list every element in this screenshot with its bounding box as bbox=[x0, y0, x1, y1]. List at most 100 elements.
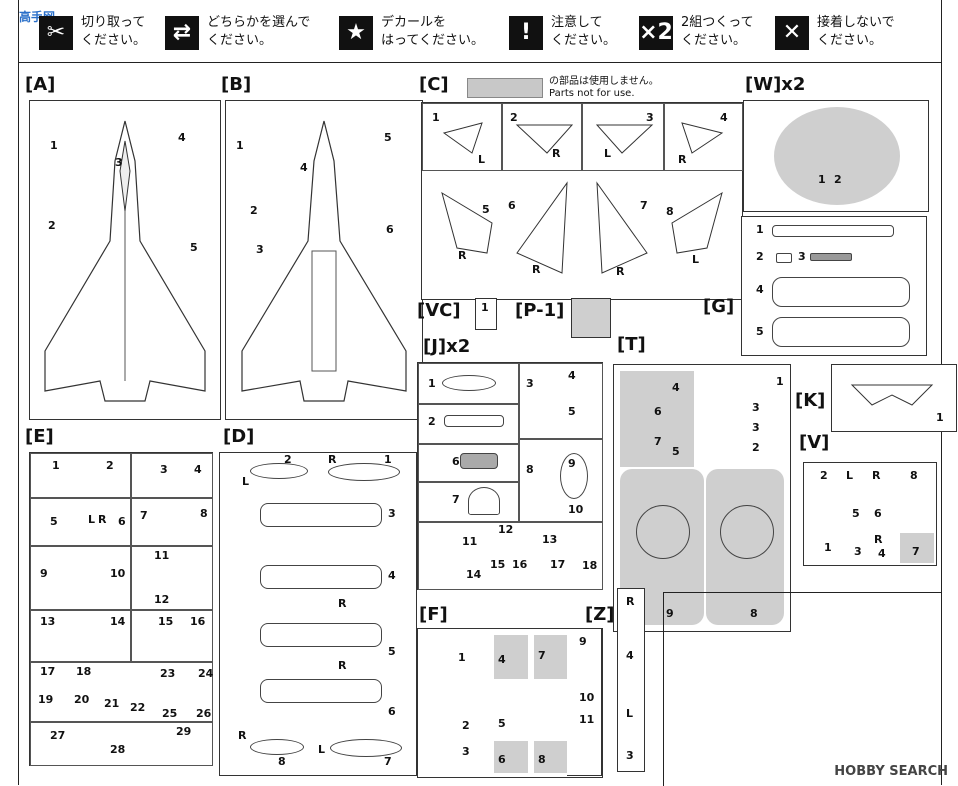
sprue-z: 9 10 11 bbox=[567, 628, 602, 776]
part-number: 1 bbox=[776, 375, 784, 388]
part-number: 1 bbox=[432, 111, 440, 124]
wing-parts bbox=[441, 122, 724, 274]
side-mark: L bbox=[242, 475, 250, 488]
part-number: 4 bbox=[178, 131, 186, 144]
part-number: 16 bbox=[512, 558, 528, 571]
legend-text: 2組つくって ください。 bbox=[681, 15, 754, 48]
part-number: 19 bbox=[38, 693, 54, 706]
sprue-label-e: [E] bbox=[25, 426, 54, 447]
part-number: 6 bbox=[508, 199, 516, 212]
part-number: 4 bbox=[672, 381, 680, 394]
part-number: 2 bbox=[752, 441, 760, 454]
caution-icon: ! bbox=[509, 16, 543, 50]
part-number: 8 bbox=[538, 753, 546, 766]
sprue-z-runner: R 4 L 3 bbox=[617, 588, 645, 772]
side-mark: R bbox=[872, 469, 881, 482]
sprue-label-v: [V] bbox=[799, 432, 830, 453]
part-number: 4 bbox=[568, 369, 576, 382]
part-number: 14 bbox=[466, 568, 482, 581]
part-number: 1 bbox=[236, 139, 244, 152]
sprue-label-t: [T] bbox=[617, 334, 646, 355]
side-mark: L bbox=[88, 513, 96, 526]
part-number: 7 bbox=[384, 755, 392, 768]
part-number: 25 bbox=[162, 707, 178, 720]
sprue-label-k: [K] bbox=[795, 390, 826, 411]
part-number: 13 bbox=[40, 615, 56, 628]
sprue-c: 1 2 3 4 5 6 7 8 L R L R R R R L bbox=[421, 102, 743, 300]
part-number: 8 bbox=[278, 755, 286, 768]
part-number: 3 bbox=[626, 749, 634, 762]
sprue-e: 1 2 3 4 5 L R 6 7 8 9 10 11 12 13 14 15 … bbox=[29, 452, 213, 766]
part-number: 8 bbox=[526, 463, 534, 476]
part-number: 27 bbox=[50, 729, 66, 742]
star-icon: ★ bbox=[339, 16, 373, 50]
part-number: 7 bbox=[654, 435, 662, 448]
part-number: 12 bbox=[498, 523, 514, 536]
part-number: 4 bbox=[720, 111, 728, 124]
sprue-label-p1: [P-1] bbox=[515, 300, 565, 321]
part-number: 2 bbox=[756, 250, 764, 263]
part-number: 3 bbox=[526, 377, 534, 390]
part-number: 18 bbox=[582, 559, 598, 572]
part-number: 3 bbox=[388, 507, 396, 520]
no-glue-icon: ✕ bbox=[775, 16, 809, 50]
part-number: 1 bbox=[818, 173, 826, 186]
part-number: 1 bbox=[458, 651, 466, 664]
unused-part-swatch bbox=[467, 78, 543, 98]
part-number: 3 bbox=[752, 421, 760, 434]
part-number: 9 bbox=[40, 567, 48, 580]
part-number: 2 bbox=[106, 459, 114, 472]
times-two-icon: ×2 bbox=[639, 16, 673, 50]
part-number: 15 bbox=[158, 615, 174, 628]
part-number: 10 bbox=[568, 503, 584, 516]
part-number: 6 bbox=[654, 405, 662, 418]
part-number: 29 bbox=[176, 725, 192, 738]
side-mark: R bbox=[616, 265, 625, 278]
part-number: 4 bbox=[300, 161, 308, 174]
side-mark: L bbox=[318, 743, 326, 756]
side-mark: R bbox=[532, 263, 541, 276]
sprue-label-w: [W]x2 bbox=[745, 74, 806, 95]
part-number: 4 bbox=[626, 649, 634, 662]
part-number: 9 bbox=[568, 457, 576, 470]
sprue-w: 1 2 bbox=[743, 100, 929, 212]
part-number: 18 bbox=[76, 665, 92, 678]
part-number: 10 bbox=[110, 567, 126, 580]
part-number: 2 bbox=[510, 111, 518, 124]
part-number: 5 bbox=[672, 445, 680, 458]
part-number: 9 bbox=[666, 607, 674, 620]
legend-text: 接着しないで ください。 bbox=[817, 15, 895, 48]
sprue-v: 2 L R 8 5 6 1 3 R 4 7 bbox=[803, 462, 937, 566]
side-mark: L bbox=[692, 253, 700, 266]
part-number: 26 bbox=[196, 707, 212, 720]
part-number: 6 bbox=[874, 507, 882, 520]
instruction-legend: 高手网 ✂切り取って ください。⇄どちらかを選んで ください。★デカールを はっ… bbox=[18, 0, 942, 63]
part-number: 8 bbox=[666, 205, 674, 218]
part-number: 3 bbox=[752, 401, 760, 414]
part-number: 5 bbox=[388, 645, 396, 658]
sprue-a: 1 2 3 4 5 bbox=[29, 100, 221, 420]
part-number: 4 bbox=[194, 463, 202, 476]
unused-note: の部品は使用しません。 Parts not for use. bbox=[549, 76, 659, 99]
side-mark: R bbox=[338, 659, 347, 672]
sprue-b: 1 2 3 4 5 6 bbox=[225, 100, 423, 420]
part-number: 24 bbox=[198, 667, 214, 680]
part-number: 3 bbox=[115, 156, 123, 169]
part-number: 2 bbox=[48, 219, 56, 232]
part-number: 1 bbox=[824, 541, 832, 554]
part-number: 5 bbox=[384, 131, 392, 144]
part-number: 5 bbox=[852, 507, 860, 520]
side-mark: L bbox=[626, 707, 634, 720]
part-number: 4 bbox=[498, 653, 506, 666]
part-number: 2 bbox=[428, 415, 436, 428]
part-number: 3 bbox=[854, 545, 862, 558]
part-number: 5 bbox=[190, 241, 198, 254]
part-number: 1 bbox=[936, 411, 944, 424]
part-number: 16 bbox=[190, 615, 206, 628]
sprue-d: 2 R 1 L 3 4 R 5 R 6 R 8 L 7 bbox=[219, 452, 417, 776]
side-mark: R bbox=[238, 729, 247, 742]
part-number: 11 bbox=[154, 549, 170, 562]
part-number: 7 bbox=[912, 545, 920, 558]
sprue-label-g: [G] bbox=[703, 296, 735, 317]
sprue-label-d: [D] bbox=[223, 426, 255, 447]
